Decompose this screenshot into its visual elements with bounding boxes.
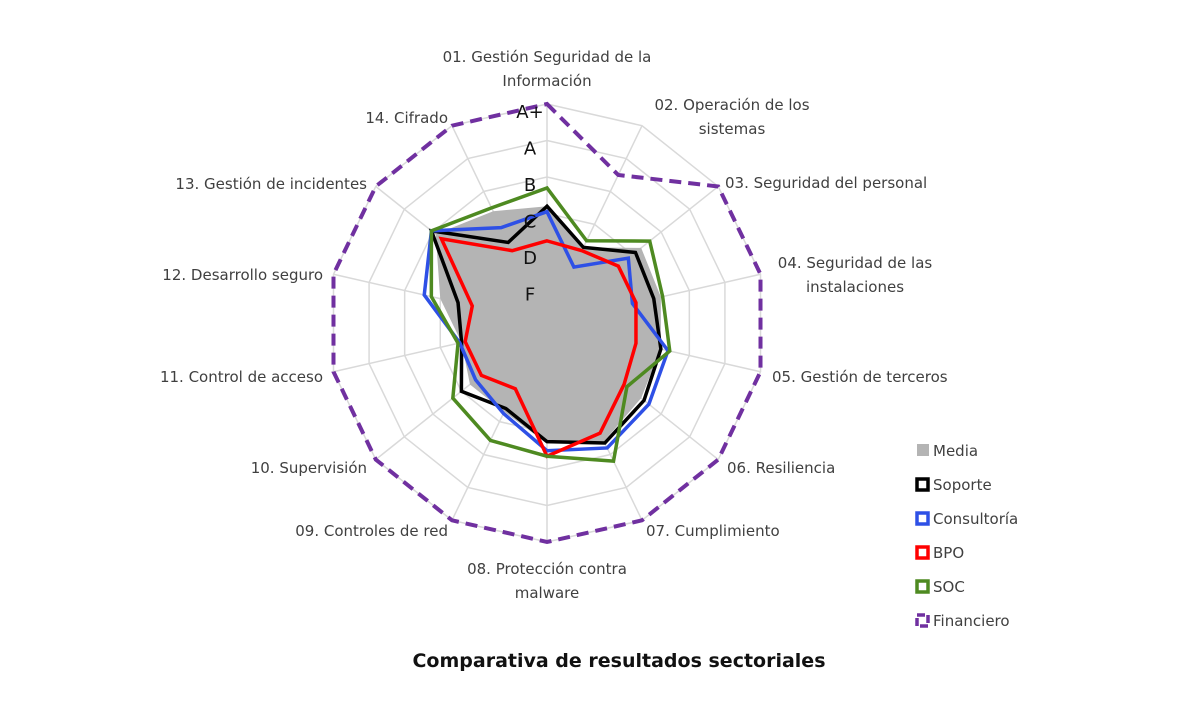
axis-labels: 01. Gestión Seguridad de la Información 02… <box>160 48 948 602</box>
axis-label: 03. Seguridad del personal <box>725 174 927 192</box>
axis-label: 08. Protección contra <box>467 560 627 578</box>
radar-series <box>331 101 763 545</box>
axis-label: 01. Gestión Seguridad de la <box>443 48 652 66</box>
axis-label: sistemas <box>699 120 766 138</box>
scale-label: F <box>525 285 535 306</box>
axis-label: 13. Gestión de incidentes <box>175 175 367 193</box>
scale-label: A <box>524 139 537 160</box>
axis-label: 05. Gestión de terceros <box>772 368 948 386</box>
legend-consultora-swatch <box>915 511 930 526</box>
axis-label: instalaciones <box>806 278 904 296</box>
legend-financiero-label: Financiero <box>933 612 1010 630</box>
legend-soporte-label: Soporte <box>933 476 992 494</box>
series-soporte <box>428 203 663 445</box>
axis-label: malware <box>515 584 580 602</box>
legend-soc-label: SOC <box>933 578 965 596</box>
axis-label: 11. Control de acceso <box>160 368 323 386</box>
axis-label: 12. Desarrollo seguro <box>162 266 323 284</box>
axis-label: Información <box>502 72 591 90</box>
legend-bpo-label: BPO <box>933 544 964 562</box>
axis-label: 06. Resiliencia <box>727 459 835 477</box>
legend-media-label: Media <box>933 442 978 460</box>
axis-label: 10. Supervisión <box>251 459 367 477</box>
scale-label: C <box>524 212 537 233</box>
chart-title: Comparativa de resultados sectoriales <box>412 650 825 672</box>
scale-label: B <box>524 175 536 196</box>
legend-media-swatch <box>917 444 929 456</box>
series-soc <box>429 185 672 463</box>
axis-label: 09. Controles de red <box>295 522 448 540</box>
series-media <box>435 206 661 444</box>
series-consultora <box>422 209 670 453</box>
axis-label: 02. Operación de los <box>654 96 809 114</box>
axis-label: 04. Seguridad de las <box>778 254 933 272</box>
legend-soc-swatch <box>915 579 930 594</box>
axis-label: 14. Cifrado <box>365 109 448 127</box>
legend-soporte-swatch <box>915 477 930 492</box>
scale-label: A+ <box>516 102 543 123</box>
series-financiero <box>331 101 763 545</box>
legend-consultora-label: Consultoría <box>933 510 1018 528</box>
axis-label: 07. Cumplimiento <box>646 522 780 540</box>
legend-financiero-swatch <box>915 613 930 628</box>
scale-label: D <box>523 248 537 269</box>
legend-bpo-swatch <box>915 545 930 560</box>
